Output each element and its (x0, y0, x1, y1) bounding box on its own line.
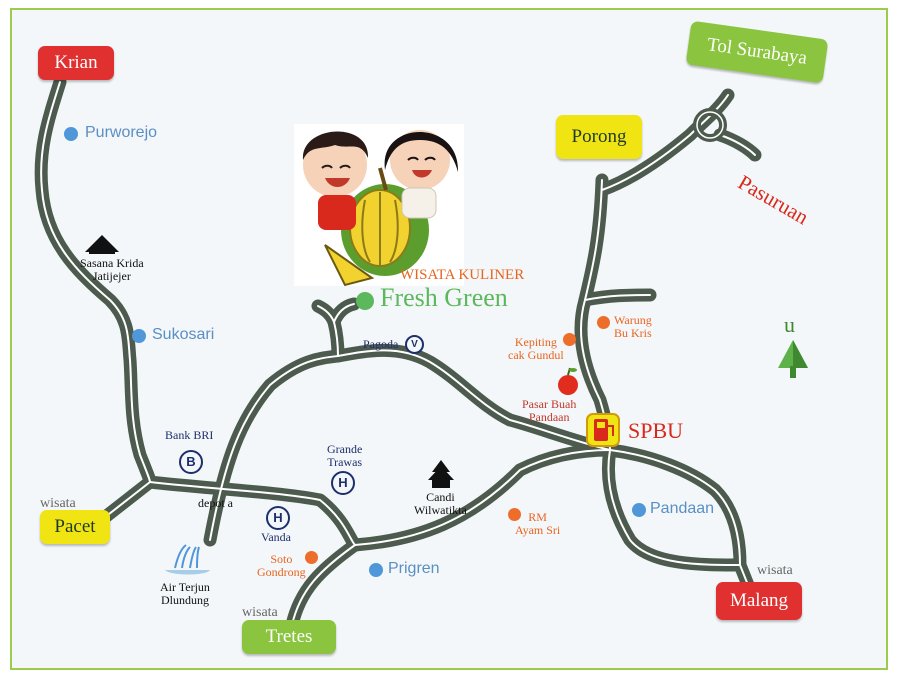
wisata-pacet-label: wisata (40, 496, 76, 511)
house-icon (85, 235, 119, 254)
north-indicator-letter: u (784, 312, 795, 337)
village-pandaan[interactable]: Pandaan (650, 500, 715, 517)
landmark-sasana-krida[interactable]: Sasana Krida Jatijejer (80, 256, 144, 283)
road-porong (574, 173, 617, 457)
place-porong-badge[interactable]: Porong (556, 115, 642, 159)
pagoda-marker[interactable]: V (405, 335, 424, 354)
wisata-tretes-label: wisata (242, 605, 278, 620)
fuel-pump-icon (586, 413, 620, 447)
brand-tagline: WISATA KULINER (400, 267, 525, 283)
place-malang-badge[interactable]: Malang (716, 582, 802, 620)
apple-icon (558, 367, 578, 395)
place-pacet-badge[interactable]: Pacet (40, 510, 110, 544)
landmark-vanda[interactable]: Vanda (261, 530, 291, 544)
landmark-pasar-buah[interactable]: Pasar Buah Pandaan (522, 397, 577, 424)
landmark-air-terjun[interactable]: Air Terjun Dlundung (160, 580, 210, 607)
pandaan-dot[interactable] (632, 503, 646, 517)
grande-hotel-marker[interactable]: H (331, 471, 355, 495)
kepiting-dot[interactable] (563, 333, 576, 346)
road-krian-pacet (34, 75, 157, 532)
landmark-bank-bri[interactable]: Bank BRI (165, 428, 214, 442)
village-prigren[interactable]: Prigren (388, 560, 440, 577)
fresh-green-marker[interactable] (356, 292, 374, 310)
landmark-pagoda[interactable]: Pagoda (363, 337, 399, 351)
landmark-candi-wilwatikta[interactable]: Candi Wilwatikta (414, 490, 467, 517)
soto-dot[interactable] (305, 551, 318, 564)
brand-name[interactable]: Fresh Green (380, 283, 508, 312)
waterfall-icon (165, 544, 210, 575)
village-purworejo[interactable]: Purworejo (85, 124, 158, 141)
mascot-kids-icon (294, 124, 464, 287)
sukosari-dot[interactable] (132, 329, 146, 343)
eatery-rm-ayam-sri[interactable]: RM Ayam Sri (515, 510, 561, 537)
purworejo-dot[interactable] (64, 127, 78, 141)
landmark-grande-trawas[interactable]: Grande Trawas (327, 442, 363, 469)
rm-dot[interactable] (508, 508, 521, 521)
warung-dot[interactable] (597, 316, 610, 329)
vanda-hotel-marker[interactable]: H (266, 506, 290, 530)
prigren-dot[interactable] (369, 563, 383, 577)
eatery-kepiting[interactable]: Kepiting cak Gundul (508, 335, 564, 362)
place-krian-badge[interactable]: Krian (38, 46, 114, 80)
spbu-label[interactable]: SPBU (628, 418, 684, 443)
village-sukosari[interactable]: Sukosari (152, 326, 215, 343)
pagoda-temple-icon (428, 460, 454, 488)
north-arrow-icon (778, 340, 808, 378)
road-pasuruan (713, 128, 762, 162)
wisata-malang-label: wisata (757, 563, 793, 578)
road-fresh-green-2 (327, 297, 361, 329)
place-tretes-badge[interactable]: Tretes (242, 620, 336, 654)
bank-marker[interactable]: B (179, 450, 203, 474)
eatery-soto-gondrong[interactable]: Soto Gondrong (257, 552, 306, 579)
landmark-depot[interactable]: depot a (198, 496, 233, 510)
eatery-warung-bu-kris[interactable]: Warung Bu Kris (614, 313, 652, 340)
